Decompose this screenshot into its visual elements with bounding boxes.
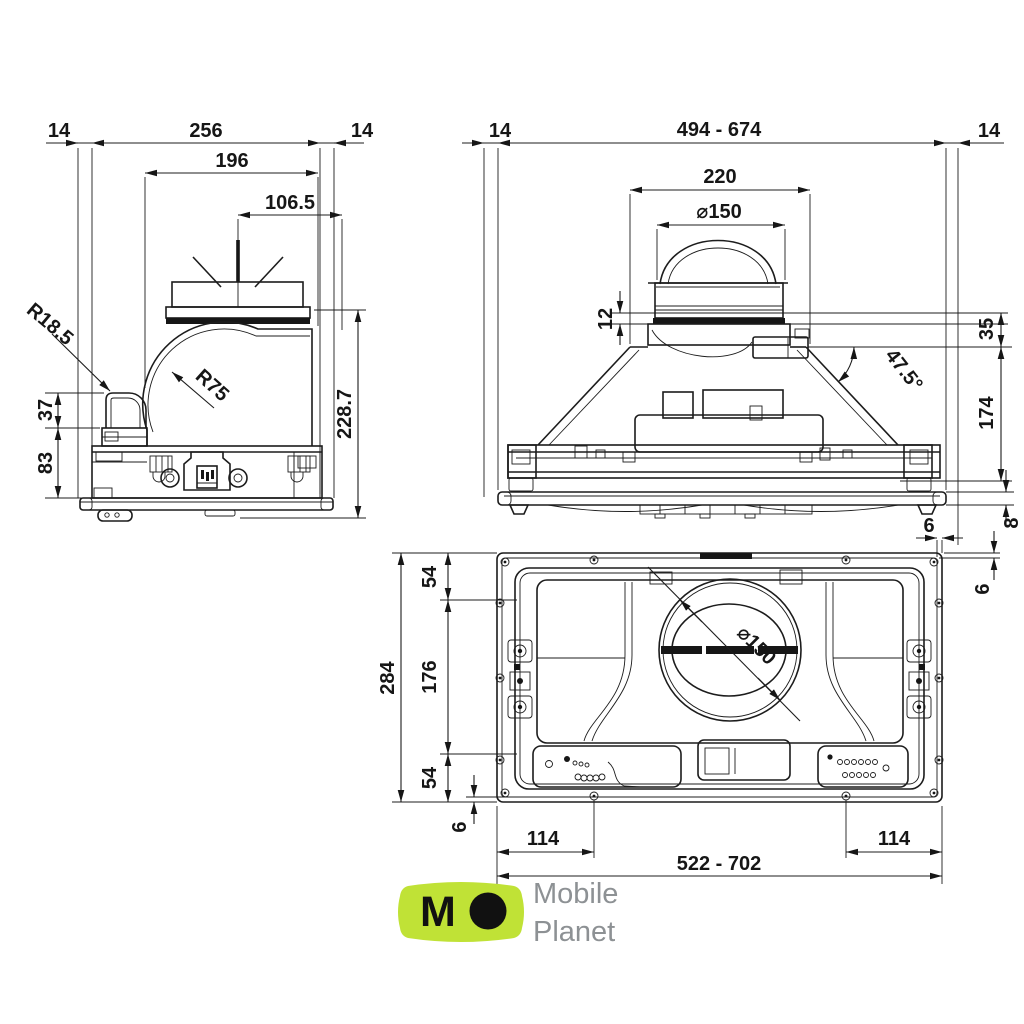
brand-name-line1: Mobile (533, 878, 618, 910)
dim-bottom-width-range: 522 - 702 (677, 853, 762, 875)
logo-monogram: M (420, 888, 456, 936)
dim-side-radius-large: R75 (191, 365, 233, 406)
dim-front-flange-gap: 8 (1001, 517, 1023, 528)
logo: M Mobile Planet (398, 878, 618, 948)
hinge-hardware-right (906, 639, 932, 719)
dim-bottom-inset-top: 54 (419, 565, 441, 588)
dim-bottom-inset-bottom: 54 (419, 766, 441, 789)
front-view: 14 494 - 674 14 220 ⌀150 (462, 119, 1023, 595)
logo-dot-icon (469, 892, 507, 930)
bottom-view: ⌀150 284 (377, 552, 944, 884)
dim-side-duct-offset: 106.5 (265, 192, 315, 214)
dim-side-overall-height: 228.7 (334, 389, 356, 439)
dim-front-spigot-width: 220 (703, 166, 736, 188)
dim-front-top-offset: 35 (976, 318, 998, 340)
dim-front-margin-left: 14 (489, 120, 512, 142)
dim-front-cone-angle: 47.5° (881, 345, 927, 396)
dim-bottom-overall-depth: 284 (377, 660, 399, 694)
dim-side-base-height: 83 (35, 452, 57, 474)
hinge-hardware-left (507, 639, 533, 719)
dim-side-body-width: 196 (215, 150, 248, 172)
brand-name-line2: Planet (533, 916, 615, 948)
dim-front-collar-height: 12 (595, 308, 617, 330)
dim-bottom-inner-depth: 176 (419, 660, 441, 693)
side-view: 14 256 14 196 106.5 (22, 120, 374, 522)
dim-front-duct-diameter: ⌀150 (696, 201, 741, 223)
dim-bottom-hole-offset-left: 114 (527, 828, 560, 850)
dim-side-radius-small: R18.5 (22, 299, 77, 350)
dim-side-overall-width: 256 (189, 120, 222, 142)
dim-front-width-range: 494 - 674 (677, 119, 762, 141)
dim-side-margin-right: 14 (351, 120, 374, 142)
dim-side-step-height: 37 (35, 399, 57, 421)
dim-front-margin-right: 14 (978, 120, 1001, 142)
dim-front-body-height: 174 (976, 395, 998, 429)
dim-bottom-frame-gap: 6 (449, 821, 471, 832)
dim-front-frame-gap-right: 6 (972, 583, 994, 594)
dim-bottom-hole-offset-right: 114 (878, 828, 911, 850)
dim-side-margin-left: 14 (48, 120, 71, 142)
dim-front-frame-gap-top: 6 (923, 515, 934, 537)
dim-bottom-duct-diameter: ⌀150 (732, 622, 780, 670)
screw-icons (495, 555, 944, 801)
